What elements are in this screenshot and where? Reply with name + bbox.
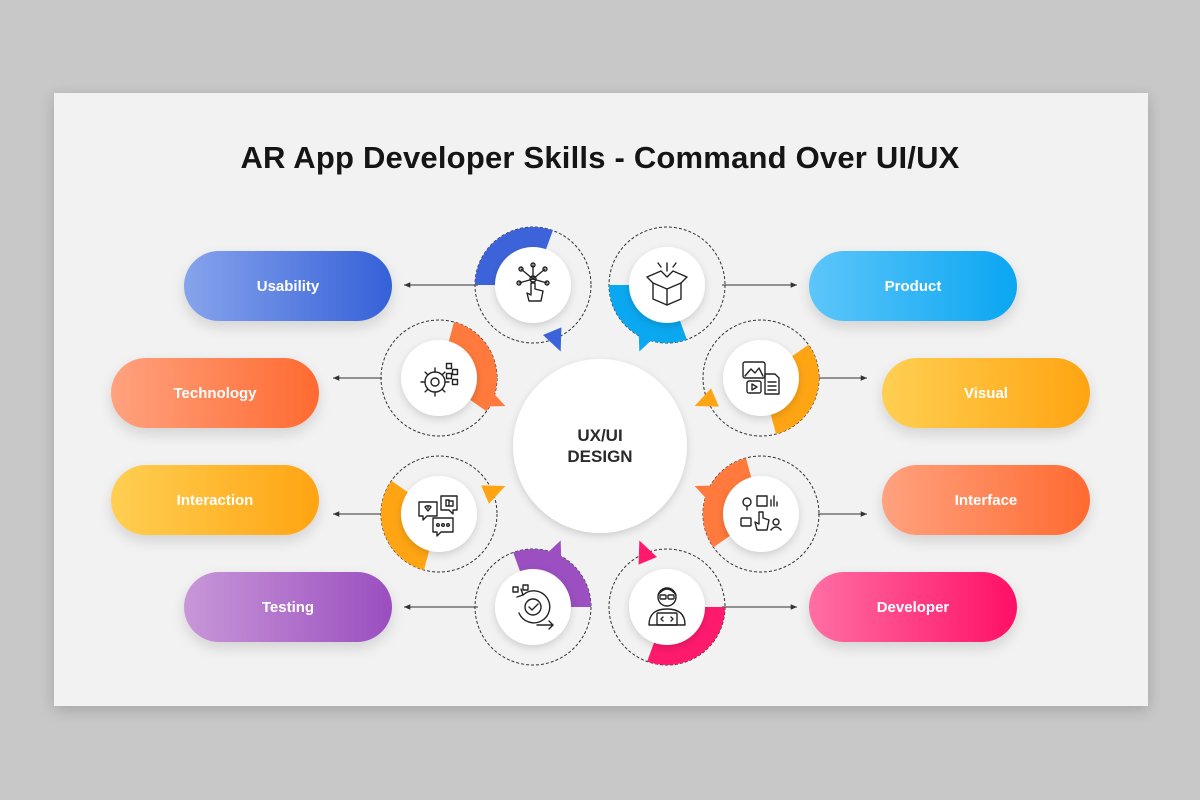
touch-interface-icon: [740, 495, 782, 531]
arc-testing: [513, 548, 591, 607]
skill-pill-interaction: Interaction: [111, 465, 319, 535]
connector-arrows: [333, 282, 867, 610]
skill-pill-visual: Visual: [882, 358, 1090, 428]
arc-product: [609, 285, 687, 343]
skill-node-usability: [474, 226, 592, 352]
arc-interaction: [381, 480, 430, 571]
skill-pill-developer: Developer: [809, 572, 1017, 642]
center-label-line1: UX/UI: [577, 426, 623, 445]
skill-pill-interface: Interface: [882, 465, 1090, 535]
arc-technology: [448, 321, 498, 412]
skill-nodes: [380, 226, 820, 666]
skill-node-visual: [694, 319, 820, 437]
skill-label-testing: Testing: [261, 598, 315, 616]
skill-pill-testing: Testing: [184, 572, 392, 642]
skill-label-interaction: Interaction: [176, 491, 254, 509]
pointer-interface: [694, 485, 719, 504]
pointer-testing: [542, 540, 562, 565]
pointer-developer: [638, 540, 658, 565]
skill-label-interface: Interface: [954, 491, 1018, 509]
arc-usability: [475, 227, 553, 285]
icon-disc-usability: [495, 247, 571, 323]
arc-visual: [770, 344, 819, 435]
skill-pill-product: Product: [809, 251, 1017, 321]
testing-cycle-icon: [512, 584, 554, 630]
skill-node-interface: [694, 455, 820, 573]
arc-developer: [647, 607, 725, 666]
page-title: AR App Developer Skills - Command Over U…: [240, 140, 960, 175]
skill-pill-technology: Technology: [111, 358, 319, 428]
skill-node-product: [608, 226, 726, 352]
skill-node-technology: [380, 319, 506, 437]
gears-icon: [420, 362, 459, 397]
icon-disc-testing: [495, 569, 571, 645]
skill-node-interaction: [380, 455, 506, 573]
open-box-icon: [646, 262, 688, 306]
skill-label-technology: Technology: [173, 384, 257, 402]
skill-pill-usability: Usability: [184, 251, 392, 321]
skill-label-visual: Visual: [964, 384, 1008, 402]
icon-disc-developer: [629, 569, 705, 645]
icon-disc-product: [629, 247, 705, 323]
skill-node-developer: [608, 540, 726, 666]
touch-network-icon: [516, 262, 550, 302]
chat-bubbles-icon: [418, 495, 458, 537]
arc-interface: [703, 457, 752, 548]
skill-node-testing: [474, 540, 592, 666]
center-label: UX/UI DESIGN: [515, 425, 685, 467]
skill-label-usability: Usability: [256, 277, 320, 295]
pointer-interaction: [481, 485, 506, 504]
icon-disc-technology: [401, 340, 477, 416]
media-files-icon: [742, 361, 780, 395]
developer-icon: [648, 587, 686, 626]
pointer-product: [638, 327, 658, 352]
icon-disc-interface: [723, 476, 799, 552]
center-label-line2: DESIGN: [567, 447, 633, 466]
center-circle: [513, 359, 687, 533]
pointer-technology: [481, 388, 506, 407]
pointer-usability: [542, 327, 562, 352]
icon-disc-interaction: [401, 476, 477, 552]
skill-label-developer: Developer: [876, 598, 950, 616]
skill-label-product: Product: [884, 277, 942, 295]
pointer-visual: [694, 388, 719, 407]
